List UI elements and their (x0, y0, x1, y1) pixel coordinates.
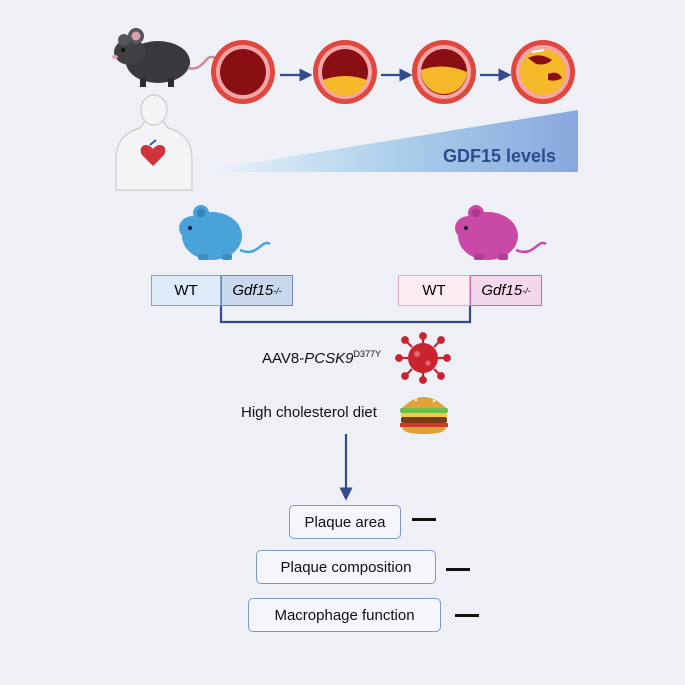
outcome-plaque-area-nochange-mark (412, 518, 436, 521)
aav-gene: PCSK9 (304, 350, 354, 367)
outcome-macrophage-function: Macrophage function (248, 598, 441, 632)
outcome-plaque-composition: Plaque composition (256, 550, 436, 584)
outcome-plaque-area: Plaque area (289, 505, 401, 539)
burger-icon (400, 394, 448, 434)
vessel-stage-3-icon (412, 40, 476, 104)
aav-treatment-label: AAV8-PCSK9D377Y (262, 349, 381, 367)
aav-superscript: D377Y (353, 349, 381, 359)
right-ko-label: Gdf15 (481, 282, 523, 299)
right-ko-superscript: -/- (522, 285, 531, 296)
diet-label: High cholesterol diet (241, 404, 377, 421)
heart-icon (140, 139, 166, 166)
right-ko-box: Gdf15-/- (470, 275, 542, 306)
virus-icon (395, 332, 451, 384)
vessel-stage-2-icon (313, 40, 377, 104)
left-ko-label: Gdf15 (232, 282, 274, 299)
right-wt-box: WT (398, 275, 470, 306)
blue-mouse-icon (179, 205, 271, 260)
aav-prefix: AAV8- (262, 350, 305, 367)
outcome-plaque-composition-nochange-mark (446, 568, 470, 571)
outcome-plaque-composition-label: Plaque composition (280, 558, 412, 576)
left-wt-label: WT (174, 282, 198, 299)
vessel-stage-1-icon (211, 40, 275, 104)
gdf15-gradient-wedge (196, 110, 578, 172)
gdf15-levels-label: GDF15 levels (443, 146, 557, 166)
left-ko-box: Gdf15-/- (221, 275, 293, 306)
magenta-mouse-icon (455, 205, 547, 260)
outcome-macrophage-function-nochange-mark (455, 614, 479, 617)
group-bracket (219, 306, 472, 324)
black-mouse-icon (112, 28, 216, 87)
outcome-plaque-area-label: Plaque area (304, 513, 386, 531)
left-wt-box: WT (151, 275, 221, 306)
left-ko-superscript: -/- (273, 285, 282, 296)
outcome-macrophage-function-label: Macrophage function (274, 606, 415, 624)
right-wt-label: WT (422, 282, 446, 299)
vessel-stage-4-icon (511, 40, 575, 104)
